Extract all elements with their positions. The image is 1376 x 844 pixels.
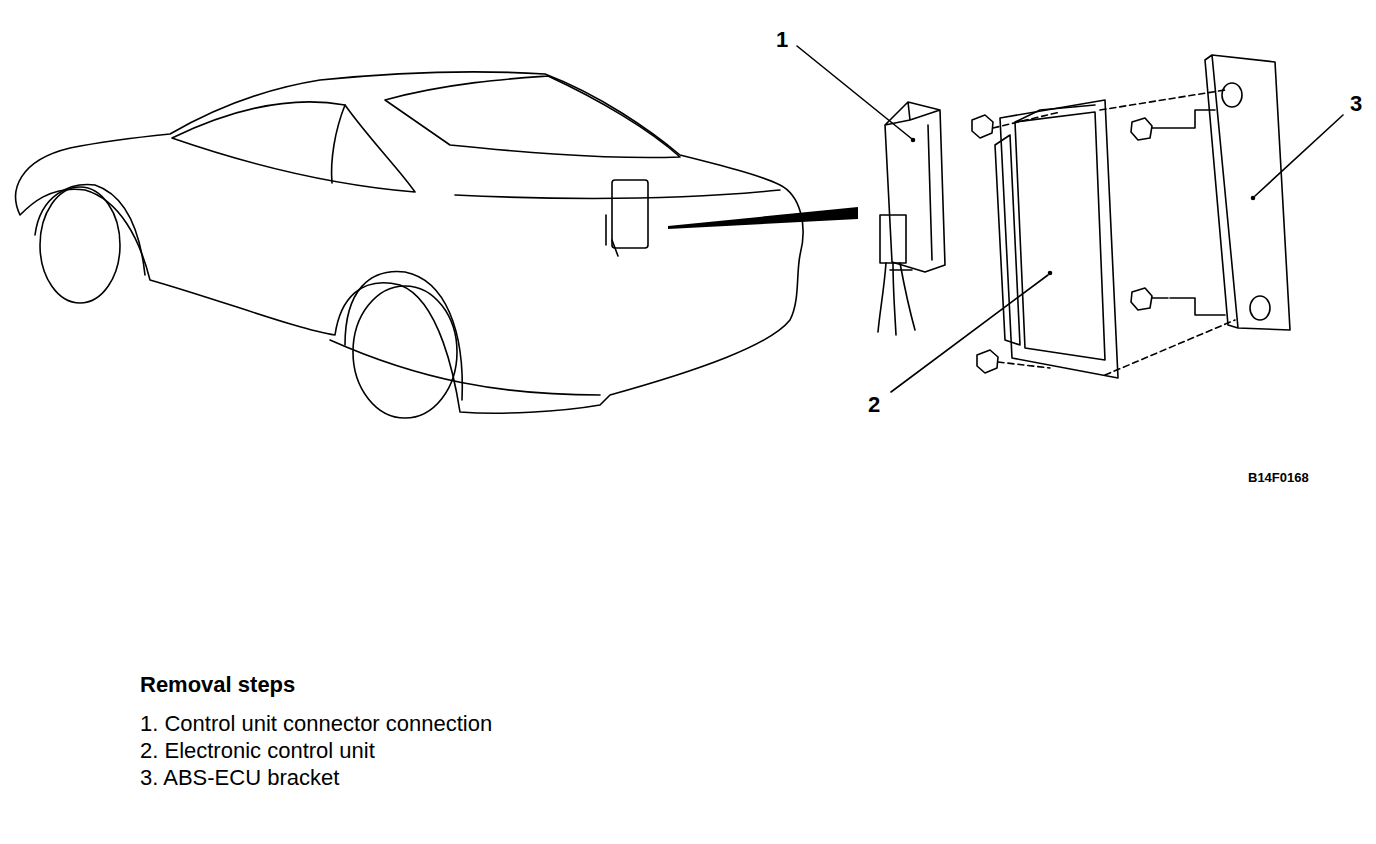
harness-wires	[878, 263, 915, 335]
view-beam	[668, 207, 858, 229]
nut	[972, 115, 993, 138]
pillar	[332, 105, 345, 183]
leader-line	[797, 46, 912, 139]
list-item: 2. Electronic control unit	[140, 739, 375, 763]
bracket-hole	[1250, 296, 1270, 320]
callout-number: 1	[776, 28, 788, 52]
bolt	[1131, 288, 1225, 315]
callout-number: 2	[868, 393, 880, 417]
bracket	[1205, 55, 1290, 330]
bracket-hole	[1222, 83, 1242, 107]
rear-wheel-arch	[345, 272, 462, 400]
connector-housing	[885, 102, 945, 272]
car-body	[16, 72, 803, 413]
list-heading: Removal steps	[140, 673, 295, 697]
nut	[977, 350, 998, 373]
bumper-line	[330, 340, 600, 395]
dashed-lines	[993, 90, 1235, 375]
ecu-location-wires	[606, 215, 618, 256]
bolt	[1131, 110, 1215, 140]
side-window	[172, 102, 415, 192]
ecu-flange	[1000, 100, 1118, 378]
front-wheel	[40, 187, 120, 303]
rear-wheel	[353, 286, 457, 418]
leader-line	[891, 275, 1048, 392]
ecu-location	[612, 180, 648, 248]
trunk-line	[455, 190, 780, 198]
ecu-box	[1015, 105, 1105, 360]
dot	[1252, 197, 1255, 200]
list-item: 1. Control unit connector connection	[140, 712, 492, 736]
list-item: 3. ABS-ECU bracket	[140, 766, 339, 790]
front-wheel-arch	[35, 185, 145, 275]
figure-code: B14F0168	[1248, 471, 1309, 485]
callout-number: 3	[1350, 92, 1362, 116]
connector-plug	[880, 215, 906, 263]
dot	[1049, 272, 1052, 275]
ecu-box-side	[995, 135, 1020, 345]
leader-line	[1255, 115, 1343, 196]
rear-window	[385, 76, 680, 158]
